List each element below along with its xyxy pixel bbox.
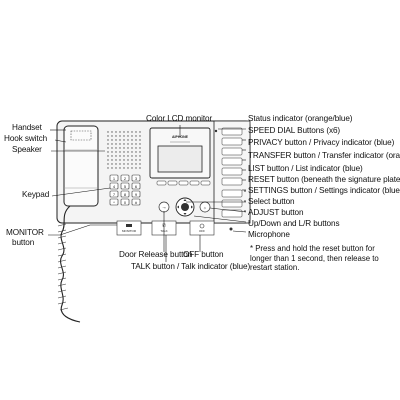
label-select: Select button [248, 197, 295, 206]
handset-earpiece [70, 130, 92, 141]
svg-text:3: 3 [135, 176, 138, 181]
label-status-indicator: Status indicator (orange/blue) [248, 114, 353, 123]
footnote: * Press and hold the reset button for lo… [250, 244, 379, 273]
svg-text:☼: ☼ [203, 205, 207, 210]
label-list: LIST button / List indicator (blue) [248, 164, 363, 173]
label-color-lcd: Color LCD monitor [146, 114, 213, 123]
label-speaker: Speaker [12, 145, 42, 154]
label-privacy: PRIVACY button / Privacy indicator (blue… [248, 138, 395, 147]
status-indicator [214, 129, 218, 133]
svg-text:5: 5 [124, 184, 127, 189]
label-keypad: Keypad [22, 190, 50, 199]
svg-text:*: * [113, 200, 115, 205]
svg-text:9: 9 [135, 192, 138, 197]
side-panel-indicators [244, 190, 246, 212]
cord-coils [57, 223, 69, 311]
label-door-release: Door Release button [119, 250, 193, 259]
label-updown: Up/Down and L/R buttons [248, 219, 340, 228]
speaker-grille [107, 131, 141, 169]
label-adjust: ADJUST button [248, 208, 304, 217]
microphone [229, 227, 233, 231]
label-transfer: TRANSFER button / Transfer indicator (or… [248, 151, 400, 160]
monitor-key-text: MONITOR [122, 229, 137, 233]
off-key-text: OFF [199, 229, 205, 233]
svg-text:7: 7 [113, 192, 116, 197]
brand-logo: AIPHONE [172, 135, 189, 139]
svg-text:6: 6 [135, 184, 138, 189]
label-microphone: Microphone [248, 230, 290, 239]
label-monitor-button-line1: MONITOR [6, 228, 44, 237]
lcd-soft-buttons [156, 180, 211, 186]
keypad-digits: 1 2 3 4 5 6 7 8 9 * 0 # [113, 176, 138, 205]
label-handset: Handset [12, 123, 42, 132]
keypad [109, 174, 141, 206]
svg-text:1: 1 [113, 176, 116, 181]
svg-text:0: 0 [124, 200, 127, 205]
label-hook-switch: Hook switch [4, 134, 48, 143]
svg-text:2: 2 [124, 176, 127, 181]
label-monitor-button-line2: button [12, 238, 35, 247]
svg-text:#: # [135, 200, 138, 205]
label-speed-dial: SPEED DIAL Buttons (x6) [248, 126, 341, 135]
label-talk: TALK button / Talk indicator (blue) [131, 262, 251, 271]
side-panel-buttons [221, 127, 243, 218]
label-reset: RESET button (beneath the signature plat… [248, 175, 400, 184]
svg-text:⊸: ⊸ [162, 205, 166, 210]
select-button [181, 203, 189, 211]
handset-cord [60, 205, 81, 323]
label-settings: SETTINGS button / Settings indicator (bl… [248, 186, 400, 195]
label-off: OFF button [183, 250, 224, 259]
lcd-screen [157, 145, 203, 173]
svg-text:8: 8 [124, 192, 127, 197]
svg-text:4: 4 [113, 184, 116, 189]
leader-lines [48, 125, 247, 262]
handset [63, 125, 99, 207]
